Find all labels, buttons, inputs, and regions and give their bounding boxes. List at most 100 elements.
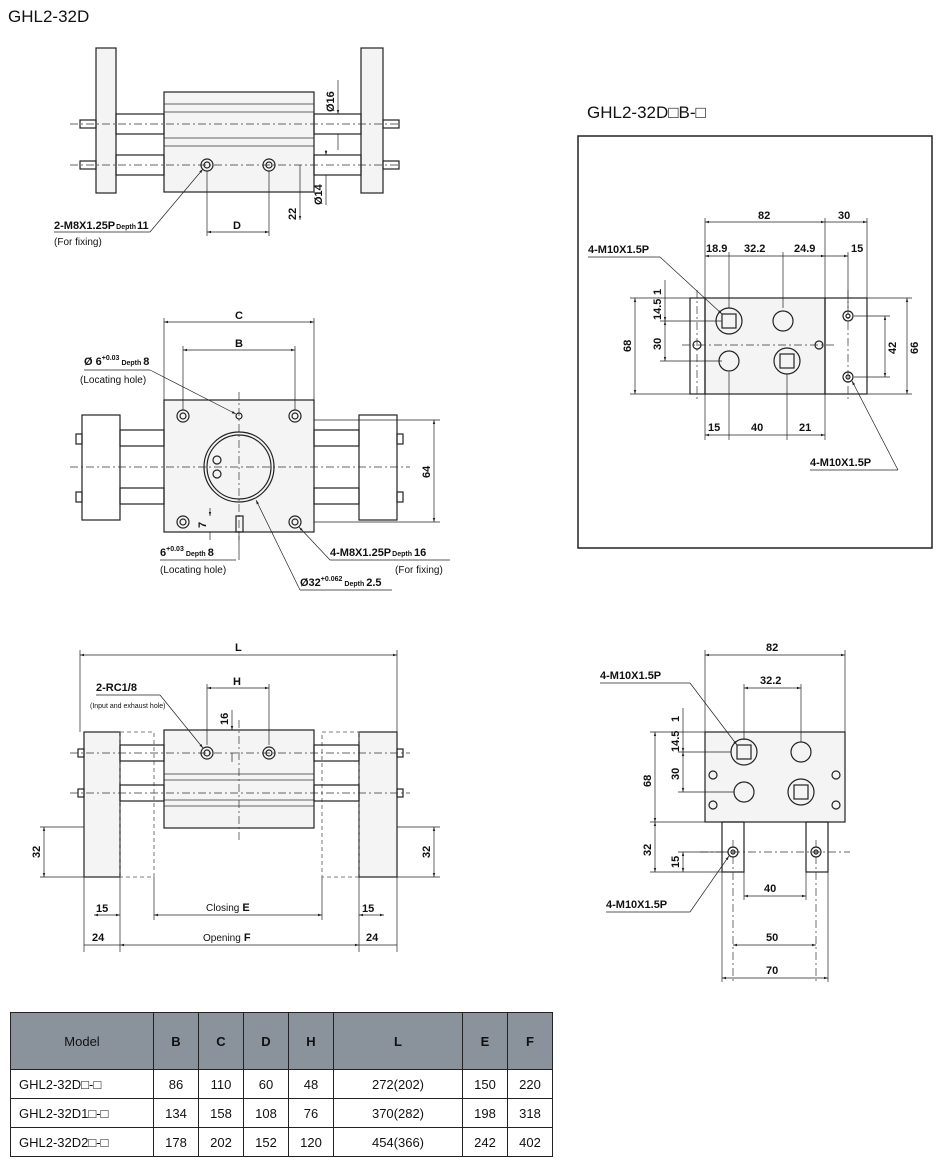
cell-l: 454(366): [333, 1127, 463, 1157]
dim-32-left: 32: [31, 846, 43, 858]
table-row: GHL2-32D1□-□ 134 158 108 76 370(282) 198…: [10, 1098, 553, 1128]
cell-l: 272(202): [333, 1069, 463, 1099]
variant-dim-24-9: 24.9: [794, 243, 815, 255]
dim-phi14: Ø14: [313, 183, 325, 205]
dim-b: B: [235, 338, 243, 350]
cell-d: 152: [243, 1127, 289, 1157]
cell-e: 150: [462, 1069, 508, 1099]
variant-dim-21: 21: [799, 422, 811, 434]
port-subnote: (Input and exhaust hole): [90, 703, 166, 710]
cell-f: 402: [507, 1127, 553, 1157]
center-bore: [203, 431, 275, 503]
dim-l: L: [235, 642, 242, 654]
cell-c: 202: [198, 1127, 244, 1157]
header-b: B: [153, 1012, 199, 1070]
table-row: GHL2-32D□-□ 86 110 60 48 272(202) 150 22…: [10, 1069, 553, 1099]
dim-64: 64: [421, 465, 433, 478]
end-dim-15: 15: [670, 856, 682, 868]
dim-7: 7: [197, 522, 209, 528]
dim-24-left: 24: [92, 932, 105, 944]
variant-dim-1: 1: [652, 289, 664, 295]
header-h: H: [288, 1012, 334, 1070]
dim-h: H: [233, 676, 241, 688]
body: [163, 91, 315, 193]
table-header-row: Model B C D H L E F: [10, 1012, 553, 1070]
end-dim-82: 82: [766, 642, 778, 654]
variant-jaw-plate: [704, 297, 826, 395]
left-jaw-side: [83, 731, 121, 878]
variant-thread-note-bottom: 4-M10X1.5P: [810, 457, 871, 469]
variant-dim-32-2: 32.2: [744, 243, 765, 255]
jaw-end-plate: [704, 731, 846, 823]
variant-dim-82: 82: [758, 210, 770, 222]
dim-c: C: [235, 310, 243, 322]
end-dim-68: 68: [642, 775, 654, 787]
left-jaw: [95, 47, 117, 194]
side-view: L H 16 2-RC1/8 (Input and exhaust hole) …: [31, 642, 440, 952]
port-note: 2-RC1/8: [96, 682, 137, 694]
end-dim-1: 1: [670, 716, 682, 722]
cell-d: 60: [243, 1069, 289, 1099]
cell-b: 134: [153, 1098, 199, 1128]
variant-dim-40: 40: [751, 422, 763, 434]
end-dim-30: 30: [670, 768, 682, 780]
technical-drawing: GHL2-32D GHL2-32D□B-□ D 22 Ø16: [8, 7, 933, 982]
cell-e: 198: [462, 1098, 508, 1128]
end-dim-40: 40: [764, 883, 776, 895]
header-f: F: [507, 1012, 553, 1070]
locating-hole-bottom-subnote: (Locating hole): [160, 565, 226, 576]
end-dim-50: 50: [766, 932, 778, 944]
variant-dim-30-v: 30: [652, 338, 664, 350]
end-dim-32: 32: [642, 844, 654, 856]
cell-c: 158: [198, 1098, 244, 1128]
variant-dim-18-9: 18.9: [706, 243, 727, 255]
fix-thread-subnote: (For fixing): [395, 565, 443, 576]
end-dim-14-5: 14.5: [670, 731, 682, 752]
dim-16-side: 16: [219, 713, 231, 725]
cell-f: 220: [507, 1069, 553, 1099]
dim-32-right: 32: [421, 846, 433, 858]
variant-dim-14-5: 14.5: [652, 299, 664, 320]
dim-24-right: 24: [366, 932, 379, 944]
variant-dim-42: 42: [887, 342, 899, 354]
cell-e: 242: [462, 1127, 508, 1157]
variant-dim-15-top: 15: [851, 243, 863, 255]
cell-model: GHL2-32D1□-□: [10, 1098, 154, 1128]
top-view: D 22 Ø16 Ø14 2-M8X1.25PDepth11 (For fixi…: [54, 47, 400, 248]
variant-b-view: 82 30 18.9 32.2 24.9 15 4-M10X1.5P 68 1 …: [577, 135, 933, 549]
end-thread-note-bottom: 4-M10X1.5P: [606, 899, 667, 911]
cell-h: 120: [288, 1127, 334, 1157]
table-row: GHL2-32D2□-□ 178 202 152 120 454(366) 24…: [10, 1127, 553, 1157]
end-dim-70: 70: [766, 965, 778, 977]
header-c: C: [198, 1012, 244, 1070]
variant-frame: [577, 135, 933, 549]
dim-d: D: [233, 220, 241, 232]
dim-22: 22: [287, 208, 299, 220]
cell-h: 48: [288, 1069, 334, 1099]
cell-model: GHL2-32D2□-□: [10, 1127, 154, 1157]
cell-d: 108: [243, 1098, 289, 1128]
header-l: L: [333, 1012, 463, 1070]
dimension-table: Model B C D H L E F GHL2-32D□-□ 86 110 6…: [10, 1012, 553, 1157]
right-jaw-side: [358, 731, 398, 878]
end-thread-note-top: 4-M10X1.5P: [600, 670, 661, 682]
cell-f: 318: [507, 1098, 553, 1128]
right-jaw: [360, 47, 384, 194]
fix-hole-subnote: (For fixing): [54, 237, 102, 248]
cell-model: GHL2-32D□-□: [10, 1069, 154, 1099]
cell-h: 76: [288, 1098, 334, 1128]
header-d: D: [243, 1012, 289, 1070]
dim-phi16: Ø16: [325, 91, 337, 112]
jaw-end-view: 82 32.2 4-M10X1.5P 68 1 14.5 30 32 15 40: [600, 642, 850, 982]
cell-l: 370(282): [333, 1098, 463, 1128]
header-e: E: [462, 1012, 508, 1070]
fix-hole-note: 2-M8X1.25PDepth11: [54, 220, 149, 232]
variant-dim-15-bottom: 15: [708, 422, 720, 434]
header-model: Model: [10, 1012, 154, 1070]
